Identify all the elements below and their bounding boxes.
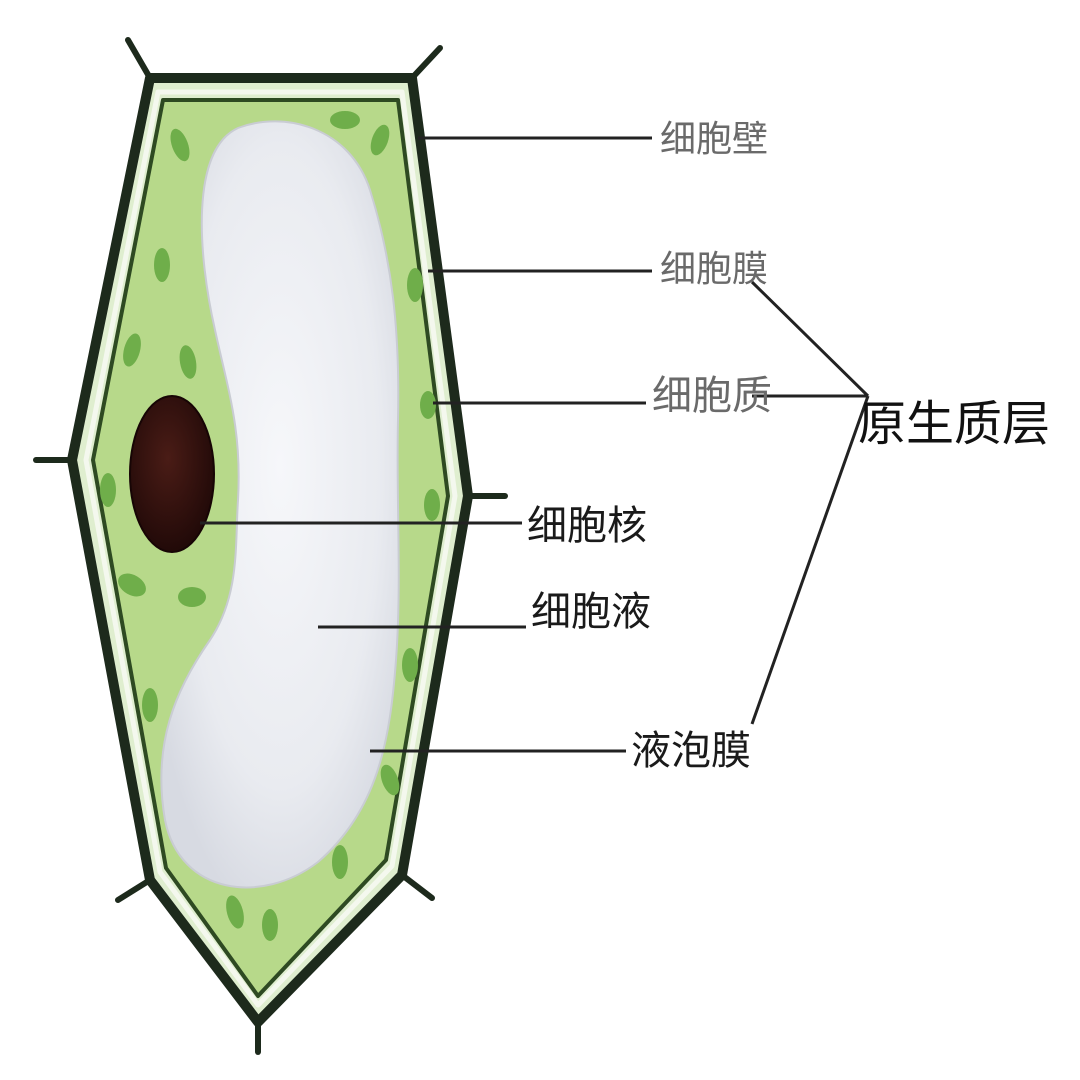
chloroplast <box>407 268 423 302</box>
nucleus <box>129 395 215 553</box>
chloroplast <box>262 909 278 941</box>
chloroplast <box>332 845 348 879</box>
label-cell-wall: 细胞壁 <box>660 119 769 160</box>
wall-stub-top-right <box>409 45 443 81</box>
chloroplast <box>142 688 158 722</box>
chloroplast <box>100 473 116 507</box>
chloroplast <box>178 587 206 607</box>
label-cell-membrane: 细胞膜 <box>660 249 769 290</box>
label-tonoplast: 液泡膜 <box>631 728 751 774</box>
chloroplast <box>370 124 390 156</box>
label-nucleus: 细胞核 <box>527 503 647 549</box>
wall-stub-bottom-right <box>399 872 435 901</box>
label-cytoplasm: 细胞质 <box>652 373 772 419</box>
bracket-tonoplast <box>750 395 870 725</box>
label-cell-sap: 细胞液 <box>531 589 651 635</box>
chloroplast <box>330 111 360 129</box>
cell-wall-inner-line <box>83 89 458 1008</box>
chloroplast <box>118 573 146 597</box>
chloroplast <box>402 648 418 682</box>
chloroplast <box>123 333 141 367</box>
vacuole <box>160 120 400 889</box>
chloroplast <box>420 391 436 419</box>
neighbor-wall-stubs <box>33 37 508 1055</box>
chloroplast <box>179 345 197 379</box>
wall-stub-top-left <box>125 37 153 81</box>
label-protoplast-layer: 原生质层 <box>858 396 1051 452</box>
chloroplast <box>226 895 244 929</box>
chloroplasts <box>100 111 440 941</box>
chloroplast <box>154 248 170 282</box>
wall-stub-bottom-left <box>115 877 153 903</box>
chloroplast <box>424 489 440 521</box>
leader-lines <box>200 136 870 753</box>
bracket-membrane <box>750 280 870 398</box>
chloroplast <box>170 128 190 162</box>
chloroplast <box>380 764 400 796</box>
